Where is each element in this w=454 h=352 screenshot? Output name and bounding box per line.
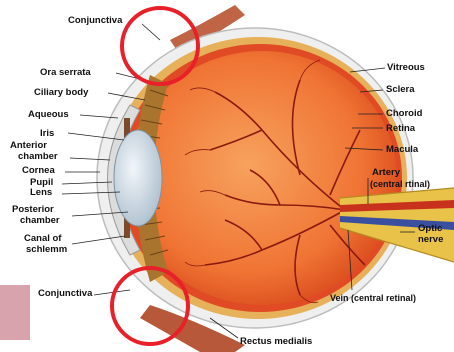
- label-rectus-medialis: Rectus medialis: [240, 337, 312, 347]
- label-anterior-chamber-1: Anterior: [10, 141, 47, 151]
- label-vein: Vein (central retinal): [330, 293, 416, 303]
- label-sclera: Sclera: [386, 85, 415, 95]
- label-macula: Macula: [386, 145, 418, 155]
- label-optic-2: nerve: [418, 235, 443, 245]
- label-conjunctiva-top: Conjunctiva: [68, 16, 122, 26]
- label-retina: Retina: [386, 124, 415, 134]
- label-artery-2: (central rtinal): [370, 179, 430, 189]
- label-lens: Lens: [30, 188, 52, 198]
- label-conjunctiva-bottom: Conjunctiva: [38, 289, 92, 299]
- label-posterior-chamber-1: Posterior: [12, 205, 54, 215]
- label-aqueous: Aqueous: [28, 110, 69, 120]
- label-anterior-chamber-2: chamber: [18, 152, 58, 162]
- label-vitreous: Vitreous: [387, 63, 425, 73]
- label-iris: Iris: [40, 129, 54, 139]
- label-choroid: Choroid: [386, 109, 422, 119]
- label-canal-1: Canal of: [24, 234, 61, 244]
- label-ora-serrata: Ora serrata: [40, 68, 91, 78]
- background-patch: [0, 285, 30, 340]
- label-optic-1: Optic: [418, 224, 442, 234]
- label-canal-2: schlemm: [26, 245, 67, 255]
- label-ciliary-body: Ciliary body: [34, 88, 88, 98]
- lens: [114, 130, 162, 226]
- label-artery-1: Artery: [372, 168, 400, 178]
- label-posterior-chamber-2: chamber: [20, 216, 60, 226]
- label-cornea: Cornea: [22, 166, 55, 176]
